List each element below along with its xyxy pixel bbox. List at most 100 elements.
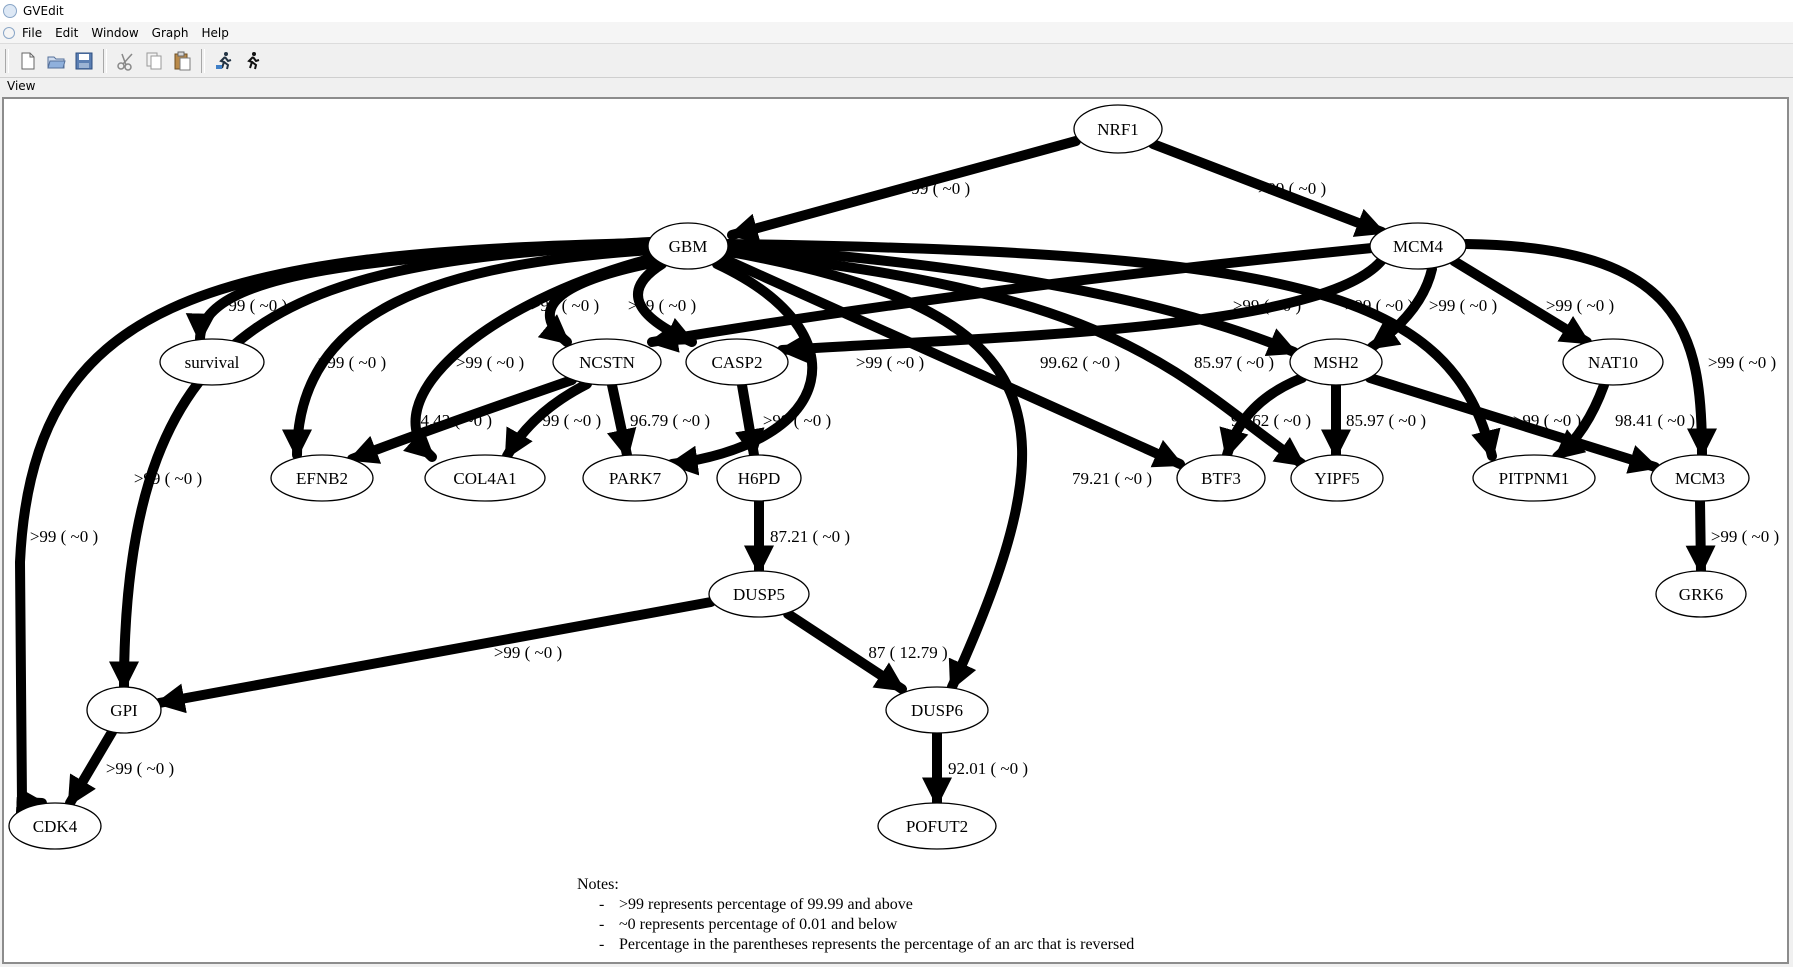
node-label: YIPF5: [1314, 469, 1359, 488]
node-label: MSH2: [1313, 353, 1358, 372]
cut-button[interactable]: [114, 49, 138, 73]
node-shape: [582, 454, 688, 502]
node-shape: [1655, 570, 1747, 618]
node-efnb2[interactable]: EFNB2: [270, 454, 374, 502]
node-h6pd[interactable]: H6PD: [716, 454, 802, 502]
edge-label: >99 ( ~0 ): [30, 527, 98, 546]
edge-gbm-gpi: [109, 239, 653, 692]
node-shape: [1289, 338, 1383, 386]
node-label: EFNB2: [296, 469, 348, 488]
edge-msh2-btf3: [1219, 373, 1307, 460]
node-label: NAT10: [1588, 353, 1638, 372]
menu-edit[interactable]: Edit: [55, 25, 79, 40]
edge-mcm4-msh2: [1367, 264, 1437, 352]
node-shape: [877, 802, 997, 850]
toolbar-separator: [103, 48, 107, 73]
edge-label: >99 ( ~0 ): [219, 296, 287, 315]
edge-label: >99 ( ~0 ): [1258, 179, 1326, 198]
edge-label: >99 ( ~0 ): [763, 411, 831, 430]
node-label: GBM: [669, 237, 708, 256]
node-shape: [1176, 454, 1266, 502]
edge-gbm-pitpnm1: [723, 239, 1501, 461]
menu-help[interactable]: Help: [201, 25, 229, 40]
node-mcm4[interactable]: MCM4: [1369, 222, 1467, 270]
edge-mcm4-ncstn: [647, 243, 1377, 353]
node-mcm3[interactable]: MCM3: [1650, 454, 1750, 502]
edge-nrf1-mcm4: [1148, 139, 1387, 237]
node-yipf5[interactable]: YIPF5: [1290, 454, 1384, 502]
copy-icon: [146, 52, 162, 69]
toolbar: [0, 44, 1793, 78]
run-icon: [247, 51, 260, 69]
node-grk6[interactable]: GRK6: [1655, 570, 1747, 618]
title-bar: GVEdit: [0, 0, 1793, 22]
node-cdk4[interactable]: CDK4: [8, 802, 102, 850]
copy-button[interactable]: [142, 49, 166, 73]
scissors-icon: [117, 52, 133, 71]
edge-label: >99 ( ~0 ): [902, 179, 970, 198]
node-btf3[interactable]: BTF3: [1176, 454, 1266, 502]
new-file-button[interactable]: [16, 49, 40, 73]
node-gpi[interactable]: GPI: [86, 686, 162, 734]
node-shape: [1369, 222, 1467, 270]
document-icon[interactable]: [3, 26, 15, 39]
node-pitpnm1[interactable]: PITPNM1: [1472, 454, 1596, 502]
node-shape: [552, 338, 662, 386]
edge-gbm-efnb2: [282, 245, 657, 460]
edge-label: >99 ( ~0 ): [494, 643, 562, 662]
node-shape: [716, 454, 802, 502]
edge-gpi-cdk4: [65, 727, 117, 808]
node-label: GPI: [110, 701, 138, 720]
node-nrf1[interactable]: NRF1: [1073, 104, 1163, 154]
node-label: MCM3: [1675, 469, 1725, 488]
node-label: MCM4: [1393, 237, 1444, 256]
save-disk-icon: [75, 52, 93, 69]
edge-gbm-cdk4: [14, 238, 653, 817]
node-col4a1[interactable]: COL4A1: [424, 454, 546, 502]
node-label: CDK4: [33, 817, 78, 836]
edge-gbm-btf3: [717, 253, 1185, 469]
node-shape: [885, 686, 989, 734]
node-casp2[interactable]: CASP2: [685, 338, 789, 386]
node-survival[interactable]: survival: [159, 338, 265, 386]
edge-label: 92.01 ( ~0 ): [948, 759, 1028, 778]
paste-icon: [174, 51, 191, 70]
edge-nat10-pitpnm1: [1552, 380, 1609, 462]
edge-label: >99 ( ~0 ): [531, 296, 599, 315]
node-ncstn[interactable]: NCSTN: [552, 338, 662, 386]
app-icon: [3, 4, 17, 18]
menu-file[interactable]: File: [22, 25, 43, 40]
node-label: BTF3: [1201, 469, 1241, 488]
edge-mcm4-mcm3: [1461, 239, 1717, 459]
edge-label: >99 ( ~0 ): [456, 353, 524, 372]
edge-label: 85.97 ( ~0 ): [1194, 353, 1274, 372]
layout-button[interactable]: [212, 49, 236, 73]
open-file-button[interactable]: [44, 49, 68, 73]
node-pofut2[interactable]: POFUT2: [877, 802, 997, 850]
edge-gbm-yipf5: [721, 247, 1307, 469]
node-dusp6[interactable]: DUSP6: [885, 686, 989, 734]
edge-label: 94.43 ( ~0 ): [412, 411, 492, 430]
paste-button[interactable]: [170, 49, 194, 73]
node-shape: [8, 802, 102, 850]
toolbar-grip: [5, 48, 9, 73]
edge-label: 87.21 ( ~0 ): [770, 527, 850, 546]
edge-mcm3-grk6: [1685, 496, 1716, 576]
graph-view[interactable]: >99 ( ~0 ) >99 ( ~0 ) >99 ( ~0 ) >99 ( ~0 )…: [2, 97, 1789, 964]
node-park7[interactable]: PARK7: [582, 454, 688, 502]
edge-casp2-h6pd: [734, 380, 765, 460]
node-shape: [708, 570, 810, 618]
edge-label: >99 ( ~0 ): [856, 353, 924, 372]
open-folder-icon: [47, 56, 66, 68]
run-button[interactable]: [240, 49, 264, 73]
save-file-button[interactable]: [72, 49, 96, 73]
node-nat10[interactable]: NAT10: [1562, 338, 1664, 386]
menu-window[interactable]: Window: [91, 25, 139, 40]
node-msh2[interactable]: MSH2: [1289, 338, 1383, 386]
node-dusp5[interactable]: DUSP5: [708, 570, 810, 618]
view-label: View: [7, 79, 36, 93]
menu-graph[interactable]: Graph: [151, 25, 189, 40]
edge-gbm-dusp6: [725, 247, 1028, 692]
edge-ncstn-efnb2: [347, 375, 577, 464]
node-gbm[interactable]: GBM: [647, 222, 729, 270]
